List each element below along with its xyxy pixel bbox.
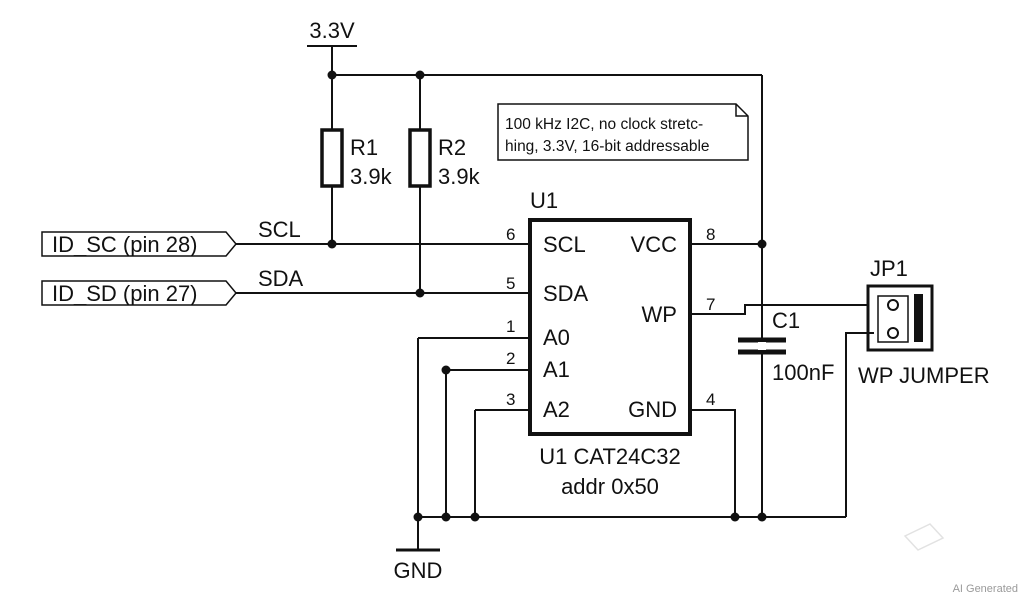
- jumper-jp1: JP1 WP JUMPER: [845, 256, 990, 517]
- resistor-r2: R2 3.9k: [408, 75, 481, 293]
- r2-value: 3.9k: [438, 164, 481, 189]
- port-id-sc: ID_SC (pin 28) SCL: [41, 217, 530, 257]
- pin-name-wp: WP: [642, 302, 677, 327]
- net-sda-label: SDA: [258, 266, 304, 291]
- c1-ref: C1: [772, 308, 800, 333]
- r2-ref: R2: [438, 135, 466, 160]
- address-pin-wires: [417, 337, 530, 550]
- pin-num-1: 1: [506, 317, 515, 336]
- jp1-ref: JP1: [870, 256, 908, 281]
- pin-name-gnd: GND: [628, 397, 677, 422]
- pin-name-a1: A1: [543, 357, 570, 382]
- vcc-rail: [327, 70, 763, 517]
- pin-num-4: 4: [706, 390, 715, 409]
- pin-num-8: 8: [706, 225, 715, 244]
- pin-num-3: 3: [506, 390, 515, 409]
- ic-part-label: U1 CAT24C32: [539, 444, 680, 469]
- c1-value: 100nF: [772, 360, 834, 385]
- capacitor-c1: C1 100nF: [738, 308, 834, 385]
- pin-name-sda: SDA: [543, 281, 589, 306]
- resistor-r1: R1 3.9k: [320, 75, 393, 244]
- ic-ref: U1: [530, 188, 558, 213]
- note-box: 100 kHz I2C, no clock stretc- hing, 3.3V…: [497, 103, 749, 161]
- ground-label: GND: [394, 558, 443, 583]
- note-line-2: hing, 3.3V, 16-bit addressable: [505, 138, 710, 155]
- pin-num-6: 6: [506, 225, 515, 244]
- pin-num-7: 7: [706, 295, 715, 314]
- port-id-sd-label: ID_SD (pin 27): [52, 281, 198, 306]
- pin-name-a2: A2: [543, 397, 570, 422]
- ic-u1: U1 U1 CAT24C32 addr 0x50 SCL SDA A0 A1 A…: [506, 188, 715, 499]
- pin-num-2: 2: [506, 349, 515, 368]
- net-scl-label: SCL: [258, 217, 301, 242]
- jp1-label: WP JUMPER: [858, 363, 990, 388]
- port-id-sd: ID_SD (pin 27) SDA: [41, 266, 530, 306]
- ground-symbol: GND: [394, 548, 443, 583]
- pin-name-scl: SCL: [543, 232, 586, 257]
- port-id-sc-label: ID_SC (pin 28): [52, 232, 198, 257]
- r1-value: 3.9k: [350, 164, 393, 189]
- power-supply-symbol: 3.3V: [307, 18, 357, 75]
- ground-bus: [413, 512, 846, 522]
- supply-label: 3.3V: [309, 18, 355, 43]
- right-pin-wires: [690, 239, 874, 517]
- pin-name-a0: A0: [543, 325, 570, 350]
- note-line-1: 100 kHz I2C, no clock stretc-: [505, 116, 703, 133]
- watermark-label: AI Generated: [953, 583, 1018, 595]
- pin-name-vcc: VCC: [631, 232, 678, 257]
- pin-num-5: 5: [506, 274, 515, 293]
- r1-ref: R1: [350, 135, 378, 160]
- watermark: AI Generated: [903, 523, 1018, 595]
- ic-body: [528, 218, 692, 436]
- ic-addr-label: addr 0x50: [561, 474, 659, 499]
